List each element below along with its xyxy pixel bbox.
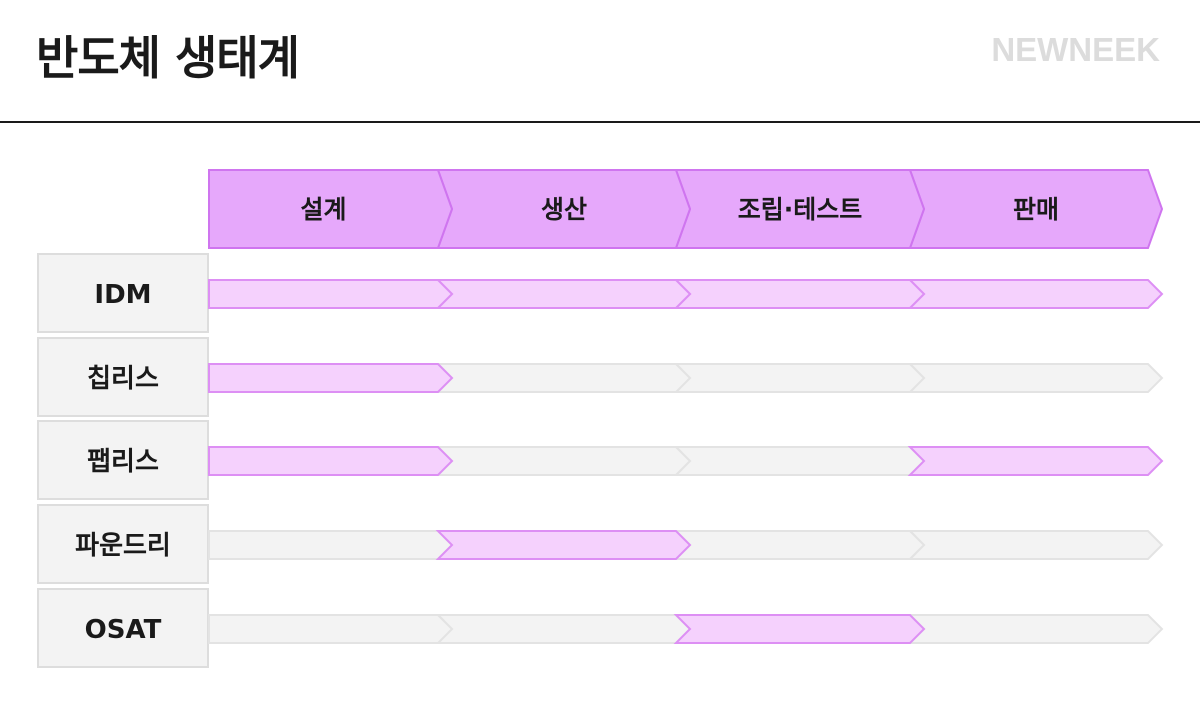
row-segment-active	[673, 614, 926, 644]
row-segment-inactive	[907, 614, 1164, 644]
row-segment-active	[208, 446, 454, 476]
row-segment-inactive	[208, 614, 454, 644]
row-segment-active	[435, 279, 692, 309]
row-segment-inactive	[208, 530, 454, 560]
row-label: OSAT	[85, 615, 162, 645]
row-label-box	[37, 420, 209, 500]
row-segment-active	[435, 530, 692, 560]
row-label: 팹리스	[87, 447, 159, 477]
header-divider	[0, 121, 1200, 123]
row-segment-inactive	[907, 363, 1164, 393]
row-segment-inactive	[435, 363, 692, 393]
row-label-box	[37, 337, 209, 417]
row-segment-inactive	[907, 530, 1164, 560]
row-label: IDM	[94, 280, 151, 310]
row-segment-active	[907, 446, 1164, 476]
row-segment-inactive	[435, 614, 692, 644]
brand-logo: NEWNEEK	[991, 31, 1160, 68]
row-segment-active	[208, 279, 454, 309]
row-label-box	[37, 253, 209, 333]
row-segment-inactive	[673, 363, 926, 393]
stage-chevron	[208, 169, 454, 249]
row-segment-inactive	[435, 446, 692, 476]
stage-label: 생산	[541, 195, 587, 224]
row-label: 칩리스	[87, 364, 159, 394]
row-segment-inactive	[673, 530, 926, 560]
stage-label: 설계	[300, 195, 346, 224]
stage-label: 조립·테스트	[738, 195, 863, 224]
row-segment-active	[907, 279, 1164, 309]
row-segment-active	[673, 279, 926, 309]
row-segment-active	[208, 363, 454, 393]
page-title: 반도체 생태계	[36, 31, 300, 85]
row-segment-inactive	[673, 446, 926, 476]
row-label: 파운드리	[75, 531, 171, 561]
stage-label: 판매	[1013, 195, 1059, 224]
